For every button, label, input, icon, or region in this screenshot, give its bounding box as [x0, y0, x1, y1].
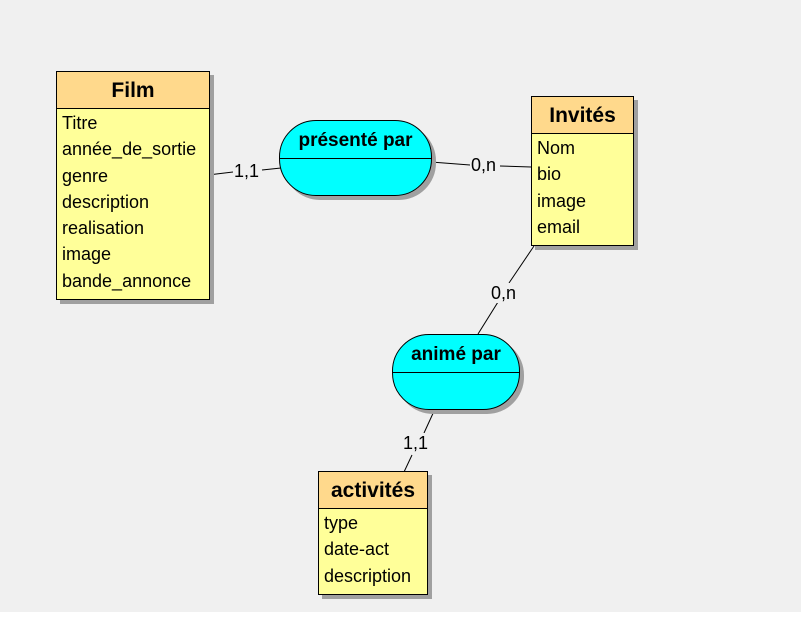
- cardinality-film-presente: 1,1: [233, 161, 261, 181]
- attribute-annee-de-sortie: année_de_sortie: [62, 139, 197, 160]
- entity-activites-attributes: type date-act description: [319, 509, 427, 589]
- entity-activites[interactable]: activités type date-act description: [318, 471, 428, 595]
- relation-presente-par[interactable]: présenté par: [279, 120, 432, 196]
- link-anime-activites-lower: [403, 454, 413, 473]
- entity-film-title: Film: [57, 72, 209, 109]
- relation-anime-par-divider: [393, 372, 519, 373]
- relation-presente-par-label: présenté par: [298, 130, 413, 151]
- relation-presente-par-divider: [280, 158, 431, 159]
- attribute-titre: Titre: [62, 113, 98, 133]
- attribute-bio: bio: [537, 164, 562, 185]
- attribute-image: image: [62, 244, 112, 265]
- entity-invites[interactable]: Invités Nom bio image email: [531, 96, 634, 246]
- entity-film[interactable]: Film Titre année_de_sortie genre descrip…: [56, 71, 210, 300]
- entity-invites-attributes: Nom bio image email: [532, 134, 633, 240]
- entity-invites-title: Invités: [532, 97, 633, 134]
- attribute-realisation: realisation: [62, 218, 145, 239]
- attribute-image: image: [537, 190, 587, 211]
- attribute-date-act: date-act: [324, 539, 390, 560]
- cardinality-invites-anime: 0,n: [490, 283, 518, 303]
- entity-activites-title: activités: [319, 472, 427, 509]
- cardinality-invites-presente: 0,n: [470, 155, 498, 175]
- link-anime-activites-upper: [423, 408, 436, 434]
- attribute-nom: Nom: [537, 138, 576, 158]
- attribute-description: description: [324, 565, 412, 586]
- attribute-bande-annonce: bande_annonce: [62, 270, 192, 291]
- link-presente-invites: [430, 161, 471, 166]
- cardinality-activites-anime: 1,1: [402, 433, 430, 453]
- attribute-email: email: [537, 216, 581, 237]
- link-invites-presente: [499, 165, 532, 168]
- bottom-strip: [0, 612, 801, 617]
- link-invites-anime-lower: [477, 301, 499, 335]
- attribute-type: type: [324, 513, 359, 533]
- link-presente-film: [261, 167, 282, 171]
- relation-anime-par[interactable]: animé par: [392, 334, 520, 410]
- attribute-genre: genre: [62, 165, 109, 186]
- attribute-description: description: [62, 191, 150, 212]
- entity-film-attributes: Titre année_de_sortie genre description …: [57, 109, 209, 294]
- link-film-presente: [207, 171, 234, 176]
- link-invites-anime-upper: [508, 245, 535, 284]
- relation-anime-par-label: animé par: [411, 344, 501, 365]
